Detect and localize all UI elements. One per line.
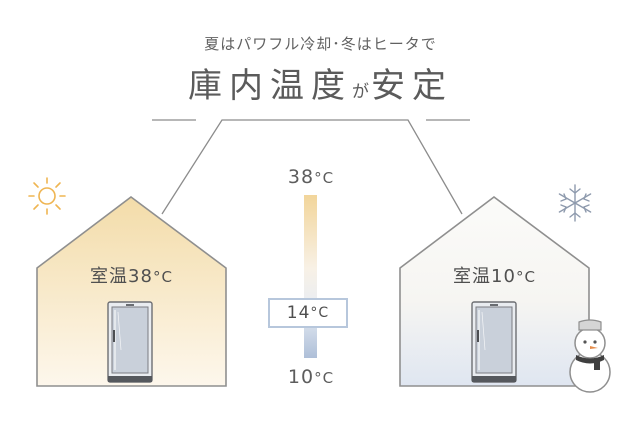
summer-room-prefix: 室温 [90,266,129,287]
wine-cellar-icon [107,301,153,383]
summer-room-unit: °C [152,268,173,286]
wine-cellar-icon [471,301,517,383]
thermometer-bottom-unit: °C [314,369,335,387]
title-bracket-line [161,119,463,215]
winter-room-unit: °C [515,268,536,286]
summer-room-temperature-label: 室温38°C [37,262,226,288]
sun-icon [28,177,66,215]
thermometer-top-unit: °C [314,169,335,187]
thermometer-bar [304,195,317,358]
title-particle: が [352,82,371,102]
thermometer-bottom-value: 10 [287,366,315,388]
thermometer-middle-value: 14 [286,303,311,323]
thermometer-top-value: 38 [287,166,315,188]
snowman-icon [569,319,611,393]
thermometer-top-label: 38°C [258,166,364,188]
winter-room-temperature-label: 室温10°C [400,262,589,288]
thermometer-bottom-label: 10°C [258,366,364,388]
winter-room-temperature: 10 [491,266,516,287]
subtitle: 夏はパワフル冷却･冬はヒータで [204,35,437,53]
summer-house [36,195,227,387]
summer-room-temperature: 38 [128,266,153,287]
snowflake-icon [558,184,592,222]
thermometer-middle-unit: °C [310,305,330,321]
page-title: 庫内温度が安定 [0,58,641,107]
title-main: 庫内温度 [188,66,352,106]
inside-temperature-box: 14°C [268,298,348,328]
title-end: 安定 [371,66,453,106]
winter-room-prefix: 室温 [453,266,492,287]
